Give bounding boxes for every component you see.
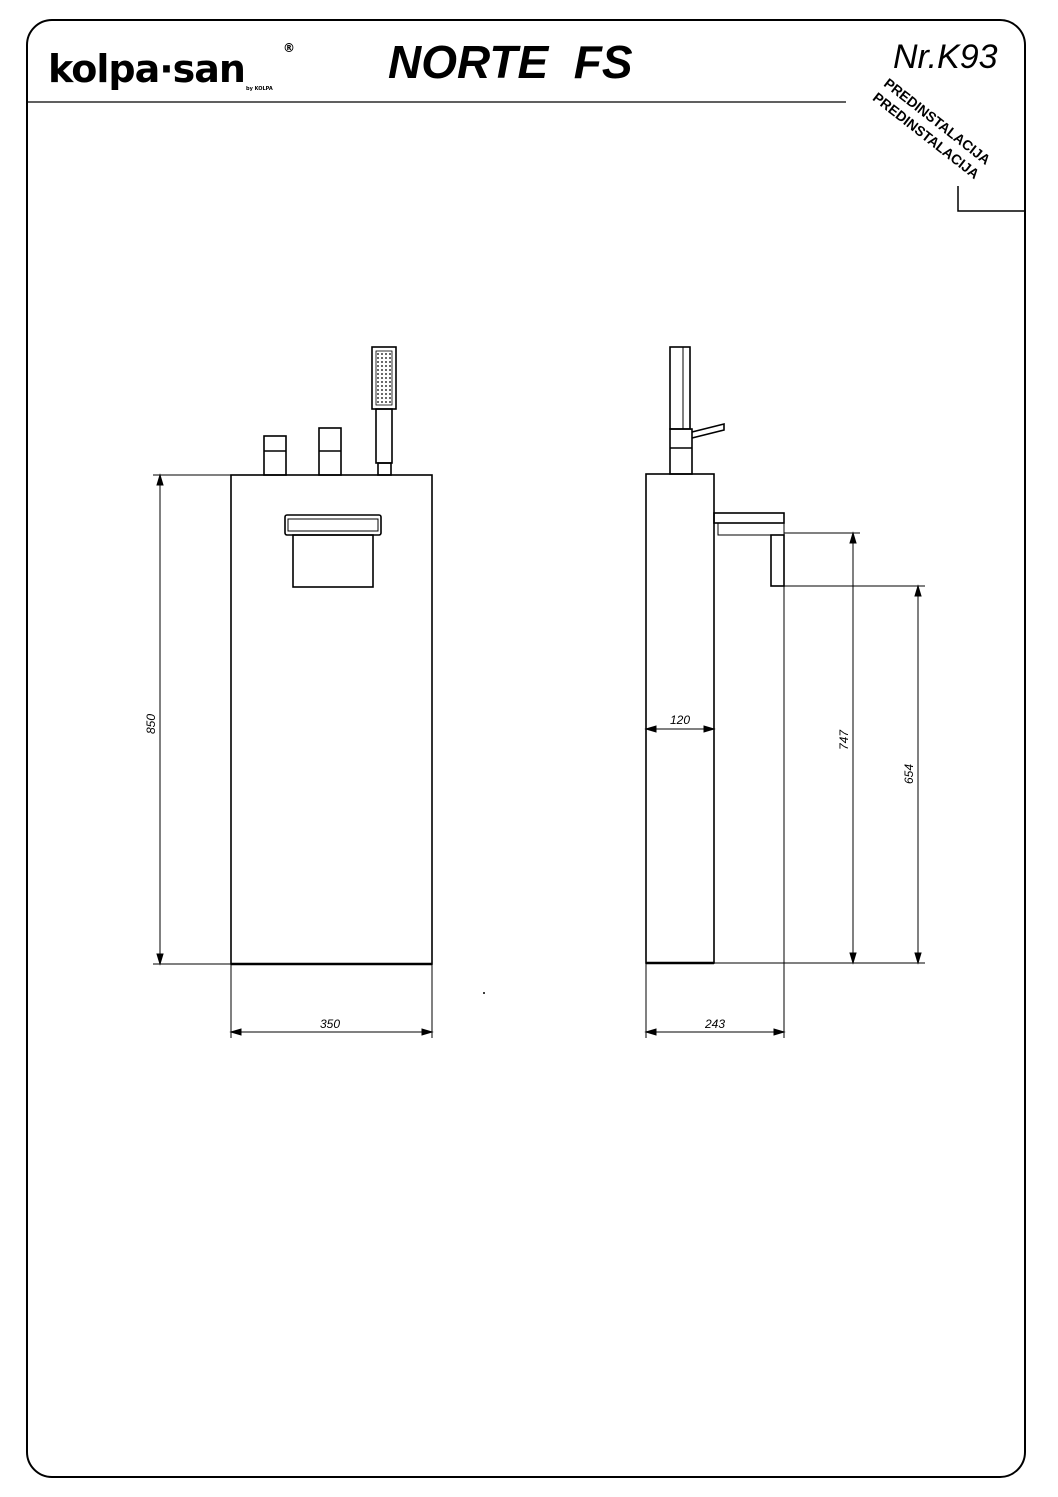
dimension-front-width-label: 350 (320, 1017, 340, 1031)
side-spout-mid (717, 522, 785, 536)
dimension-front-height (153, 473, 231, 966)
dimension-spout-bottom-label: 654 (902, 764, 916, 784)
dimension-front-width (229, 964, 434, 1038)
side-spout-top (713, 512, 785, 524)
front-handshower-grill (375, 350, 393, 406)
side-spout-outlet (770, 534, 785, 587)
brand-logo: kolpa·san (48, 47, 245, 91)
stray-dot (483, 992, 485, 994)
side-holder (669, 428, 693, 475)
front-handle-left (263, 435, 287, 476)
side-view (645, 346, 785, 965)
front-handshower-holder (377, 462, 392, 476)
dimension-front-height-label: 850 (144, 714, 158, 734)
product-title: NORTE FS (388, 36, 633, 88)
dimension-spout-bottom (784, 584, 925, 965)
brand-subtitle: by KOLPA (246, 86, 273, 92)
dimension-side-width-label: 243 (704, 1017, 725, 1031)
side-handshower (669, 346, 691, 430)
dimension-side-depth-label: 120 (670, 713, 690, 727)
product-code: Nr.K93 (893, 38, 998, 76)
front-spout-body (292, 534, 374, 588)
dimension-side-width (644, 586, 786, 1038)
dimension-spout-top (714, 531, 925, 965)
sheet-border (26, 19, 1026, 1478)
preinstallation-stamp: PREDINSTALACIJA PREDINSTALACIJA (870, 75, 994, 182)
brand-registered-mark: ® (283, 41, 295, 55)
front-spout-lip-inner (287, 518, 379, 532)
stamp-bracket (957, 186, 1025, 212)
front-body (230, 474, 433, 965)
front-view (230, 346, 433, 966)
dimension-side-depth (644, 725, 716, 733)
dimension-spout-top-label: 747 (837, 729, 851, 750)
front-spout-lip (284, 514, 382, 536)
side-lever (691, 422, 725, 439)
front-handshower-handle (375, 408, 393, 464)
